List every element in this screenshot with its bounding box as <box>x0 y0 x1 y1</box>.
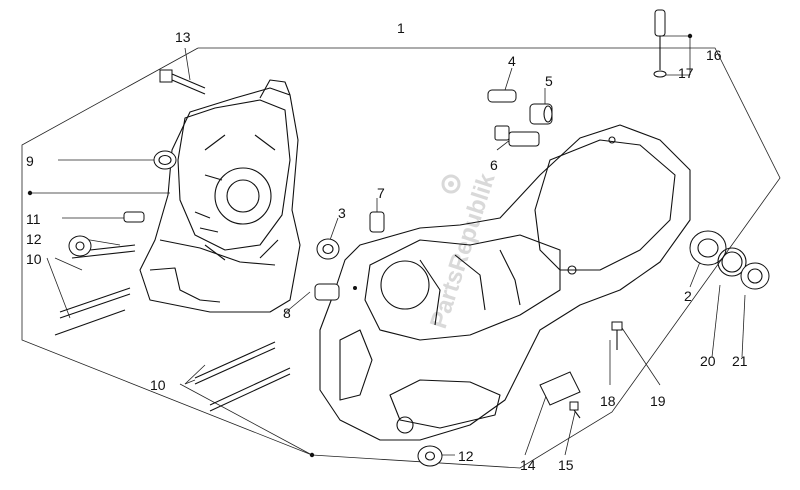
callout-10-lower: 10 <box>150 377 166 393</box>
stud-bolts <box>54 244 291 412</box>
leader-lines <box>30 35 746 456</box>
circlip-20 <box>717 247 747 277</box>
callout-2: 2 <box>684 288 692 304</box>
bushing-8 <box>314 283 340 301</box>
ref-dot <box>353 286 357 290</box>
callout-17: 17 <box>678 65 694 81</box>
callout-16: 16 <box>706 47 722 63</box>
right-crankcase-half <box>319 124 691 441</box>
bolt-6 <box>494 125 540 147</box>
pin-7 <box>369 211 385 233</box>
callout-18: 18 <box>600 393 616 409</box>
callout-1: 1 <box>397 20 405 36</box>
ref-dot <box>27 190 33 196</box>
bolt-13 <box>159 69 206 95</box>
callout-21: 21 <box>732 353 748 369</box>
bearing-2 <box>689 230 727 266</box>
callout-14: 14 <box>520 457 536 473</box>
bushing-12-lower <box>417 445 443 467</box>
left-crankcase-half <box>139 79 301 313</box>
callout-8: 8 <box>283 305 291 321</box>
callout-7: 7 <box>377 185 385 201</box>
watermark-text: PartsRepublik <box>425 169 501 331</box>
ref-dot <box>309 452 315 458</box>
callout-19: 19 <box>650 393 666 409</box>
pin-4 <box>487 89 517 103</box>
callout-13: 13 <box>175 29 191 45</box>
callout-20: 20 <box>700 353 716 369</box>
callout-9: 9 <box>26 153 34 169</box>
ref-dot <box>687 33 693 39</box>
callout-11: 11 <box>26 211 41 227</box>
callout-4: 4 <box>508 53 516 69</box>
callout-12-upper: 12 <box>26 231 42 247</box>
bushing-12-upper <box>68 235 92 257</box>
bolt-18 <box>611 321 623 350</box>
callout-6: 6 <box>490 157 498 173</box>
watermark-gear-icon <box>441 174 461 194</box>
callout-5: 5 <box>545 73 553 89</box>
oil-seal-9 <box>153 150 177 170</box>
dipstick-16 <box>653 9 667 78</box>
oil-seal-21 <box>740 262 770 290</box>
callout-15: 15 <box>558 457 574 473</box>
callout-3: 3 <box>338 205 346 221</box>
bearing-3 <box>316 238 340 260</box>
dowel-pin-11 <box>123 211 145 223</box>
reference-frame <box>21 47 781 469</box>
callout-12-lower: 12 <box>458 448 474 464</box>
bracket-14 <box>539 371 581 406</box>
screw-15 <box>569 401 581 419</box>
bushing-5 <box>529 103 553 125</box>
callout-10-left: 10 <box>26 251 42 267</box>
